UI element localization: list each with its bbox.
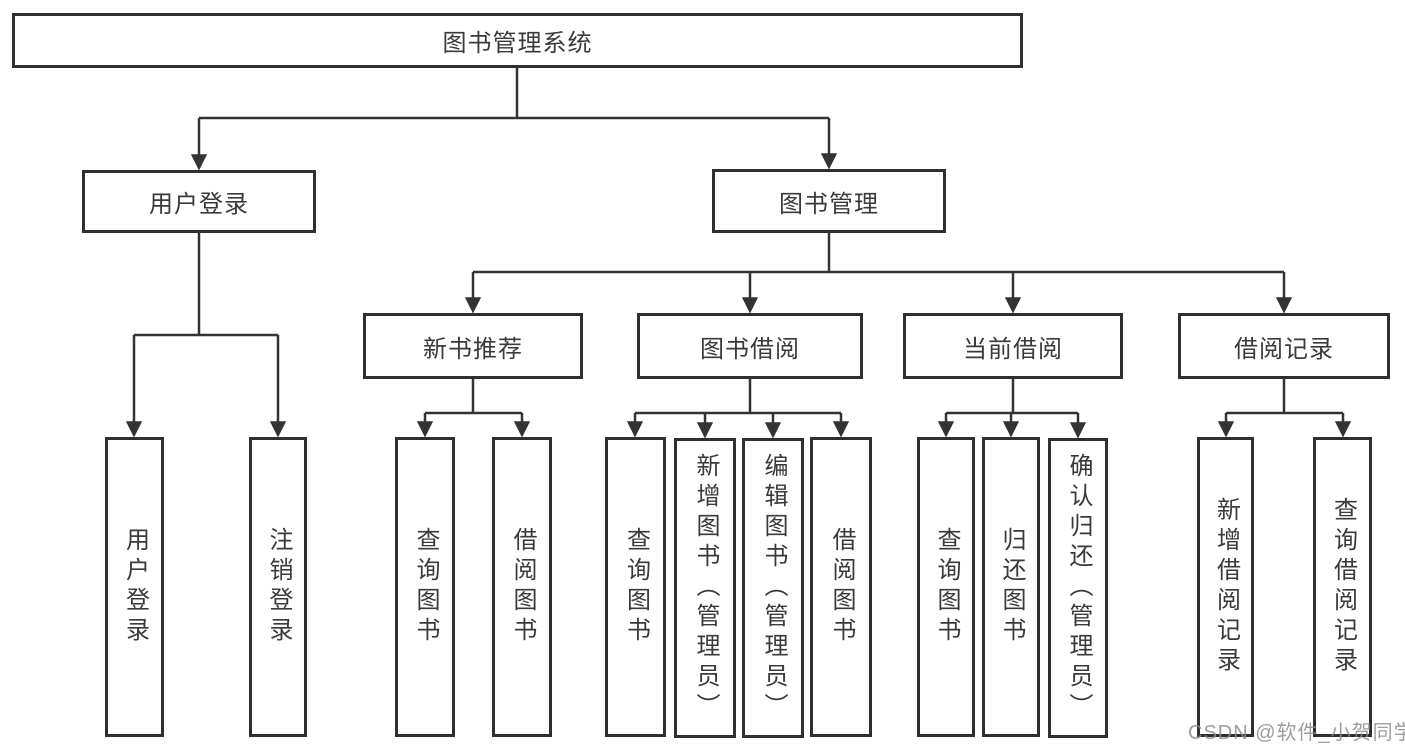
leaf-records-add-record: 新增借阅记录 [1197,437,1254,737]
node-current-borrow: 当前借阅 [903,313,1123,379]
leaf-borrow-edit-books-admin: 编辑图书（管理员） [742,438,804,738]
connector-book-borrow-trunk [635,378,841,415]
connector-book-mgmt-trunk [473,232,1284,274]
connector-user-login-trunk [134,232,278,337]
leaf-current-confirm-return-admin: 确认归还（管理员） [1048,438,1108,738]
node-borrow-records-label: 借阅记录 [1234,335,1334,363]
leaf-user-login: 用户登录 [105,437,164,737]
leaf-borrow-add-books-admin: 新增图书（管理员） [674,438,736,738]
node-book-borrow: 图书借阅 [637,313,863,379]
leaf-logout-label: 注销登录 [265,527,292,647]
leaf-borrow-query-books: 查询图书 [605,437,666,737]
leaf-records-add-record-label: 新增借阅记录 [1212,497,1240,677]
leaf-borrow-edit-books-admin-label: 编辑图书（管理员） [760,453,787,723]
node-root-system: 图书管理系统 [12,13,1023,68]
node-user-login: 用户登录 [82,170,316,233]
node-book-borrow-label: 图书借阅 [700,335,800,363]
node-new-book-label: 新书推荐 [423,335,523,363]
leaf-current-confirm-return-admin-label: 确认归还（管理员） [1065,453,1092,723]
leaf-user-login-label: 用户登录 [121,527,149,647]
leaf-newbook-query-books-label: 查询图书 [412,527,439,647]
leaf-records-query-record: 查询借阅记录 [1313,437,1372,737]
leaf-borrow-borrow-books-label: 借阅图书 [828,527,855,647]
leaf-newbook-borrow-books: 借阅图书 [492,437,552,737]
leaf-current-query-books-label: 查询图书 [933,527,960,647]
node-borrow-records: 借阅记录 [1178,313,1390,379]
leaf-logout: 注销登录 [249,437,307,737]
leaf-borrow-borrow-books: 借阅图书 [810,437,872,737]
node-book-mgmt-label: 图书管理 [779,190,879,218]
leaf-borrow-query-books-label: 查询图书 [622,527,650,647]
node-root-label: 图书管理系统 [442,30,593,57]
leaf-newbook-query-books: 查询图书 [395,437,455,737]
leaf-records-query-record-label: 查询借阅记录 [1329,497,1357,677]
connector-root-trunk [199,67,829,120]
connector-borrow-records-trunk [1226,378,1343,415]
node-user-login-label: 用户登录 [149,191,249,218]
node-current-borrow-label: 当前借阅 [963,335,1063,363]
csdn-watermark: CSDN @软件_小贺同学 [1188,722,1405,744]
connector-current-borrow-trunk [946,378,1078,415]
connector-new-book-trunk [425,378,522,415]
leaf-current-query-books: 查询图书 [917,437,975,737]
leaf-current-return-books-label: 归还图书 [998,527,1025,647]
node-new-book-recommend: 新书推荐 [363,313,583,379]
leaf-newbook-borrow-books-label: 借阅图书 [509,527,536,647]
leaf-borrow-add-books-admin-label: 新增图书（管理员） [692,453,719,723]
node-book-mgmt: 图书管理 [712,169,946,233]
leaf-current-return-books: 归还图书 [982,437,1040,737]
